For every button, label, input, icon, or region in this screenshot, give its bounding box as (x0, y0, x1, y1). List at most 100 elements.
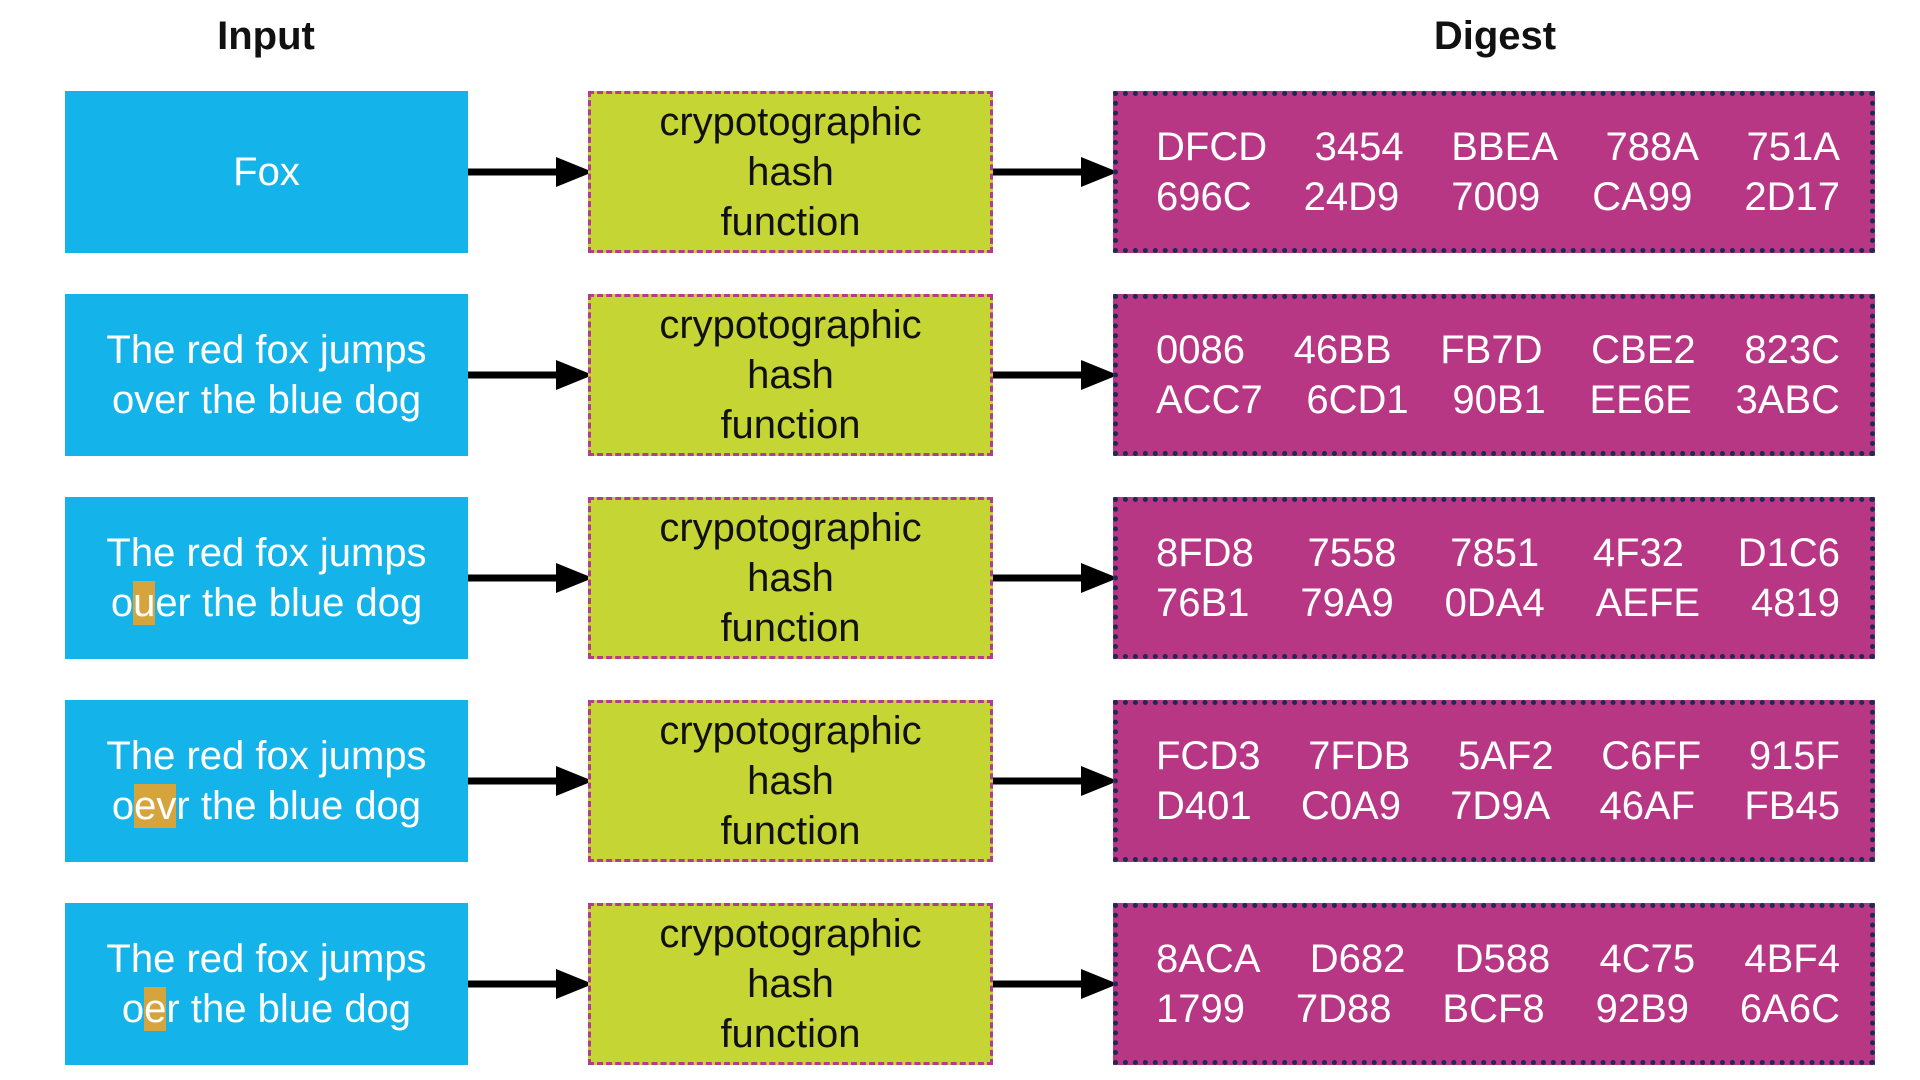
digest-word: 6A6C (1739, 987, 1840, 1031)
digest-word: 4F32 (1592, 531, 1685, 575)
digest-word: 3ABC (1735, 378, 1841, 422)
digest-word: BBEA (1451, 125, 1558, 169)
digest-word: 696C (1156, 175, 1252, 219)
digest-word: D682 (1309, 937, 1406, 981)
digest-word: AEFE (1595, 581, 1701, 625)
arrow-input-to-hash (468, 157, 593, 187)
hash-function-label-line: crypotographic (659, 709, 922, 753)
arrow-input-to-hash (468, 563, 593, 593)
input-line: oevr the blue dog (112, 781, 421, 831)
hash-function-box: crypotographic hash function (588, 903, 993, 1065)
digest-word: 90B1 (1452, 378, 1546, 422)
arrow-input-to-hash (468, 766, 593, 796)
arrow-head (556, 969, 593, 999)
digest-word: CA99 (1592, 175, 1693, 219)
digest-word: 8ACA (1156, 937, 1261, 981)
digest-word: CBE2 (1591, 328, 1696, 372)
digest-word: FB45 (1744, 784, 1840, 828)
input-text-segment: The red fox jumps (106, 937, 427, 981)
hash-function-label-line: function (720, 200, 861, 244)
arrow-hash-to-digest (993, 360, 1118, 390)
digest-word: EE6E (1589, 378, 1692, 422)
digest-word: 0086 (1156, 328, 1245, 372)
digest-word: 7FDB (1308, 734, 1411, 778)
arrow-head (1081, 360, 1118, 390)
input-text-segment: The red fox jumps (106, 531, 427, 575)
digest-word: D588 (1454, 937, 1551, 981)
digest-word: 5AF2 (1457, 734, 1554, 778)
input-text-segment: o (121, 987, 145, 1031)
changed-letters-highlight: u (133, 581, 156, 625)
digest-word: 6CD1 (1306, 378, 1409, 422)
digest-word: 7D9A (1450, 784, 1551, 828)
input-box: Fox (65, 91, 468, 253)
input-text-segment: The red fox jumps (106, 734, 427, 778)
input-line: over the blue dog (112, 375, 421, 425)
arrow-head (1081, 157, 1118, 187)
digest-word: 7558 (1307, 531, 1397, 575)
arrow-input-to-hash (468, 969, 593, 999)
input-line: The red fox jumps (106, 934, 426, 984)
digest-word: 4C75 (1599, 937, 1696, 981)
arrow-input-to-hash (468, 360, 593, 390)
arrow-head (556, 563, 593, 593)
input-text-segment: o (110, 581, 134, 625)
digest-word: 7851 (1450, 531, 1540, 575)
input-text-segment: Fox (233, 150, 300, 194)
hash-function-label-line: function (720, 1012, 861, 1056)
input-line: The red fox jumps (106, 528, 426, 578)
digest-word: 823C (1744, 328, 1840, 372)
digest-word: 915F (1748, 734, 1840, 778)
digest-word: FB7D (1440, 328, 1543, 372)
changed-letters-highlight: ev (134, 784, 177, 828)
hash-function-label-line: hash (747, 962, 834, 1006)
digest-word: 788A (1605, 125, 1699, 169)
digest-word: 3454 (1314, 125, 1404, 169)
input-text-segment: The red fox jumps (106, 328, 427, 372)
digest-word: 92B9 (1595, 987, 1689, 1031)
hash-row-3: The red fox jumps ouer the blue dog crypot… (0, 497, 1920, 659)
digest-word: D1C6 (1737, 531, 1840, 575)
digest-word: 46BB (1293, 328, 1392, 372)
hash-function-label-line: crypotographic (659, 506, 922, 550)
input-line: oer the blue dog (122, 984, 411, 1034)
digest-word: FCD3 (1156, 734, 1261, 778)
digest-word: C0A9 (1300, 784, 1401, 828)
digest-word: ACC7 (1156, 378, 1263, 422)
input-text-segment: r the blue dog (176, 784, 422, 828)
input-text-segment: o (111, 784, 135, 828)
hash-function-label-line: function (720, 403, 861, 447)
digest-word: 24D9 (1303, 175, 1400, 219)
arrow-hash-to-digest (993, 766, 1118, 796)
changed-letters-highlight: e (144, 987, 167, 1031)
arrow-head (556, 360, 593, 390)
arrow-head (556, 766, 593, 796)
hash-function-label-line: crypotographic (659, 912, 922, 956)
digest-word: 1799 (1156, 987, 1245, 1031)
digest-word: 2D17 (1744, 175, 1840, 219)
hash-function-label-line: hash (747, 150, 834, 194)
hash-function-label-line: hash (747, 353, 834, 397)
input-text-segment: er the blue dog (155, 581, 423, 625)
hash-function-label-line: hash (747, 556, 834, 600)
digest-word: 751A (1746, 125, 1840, 169)
digest-box: 0086 46BB FB7D CBE2 823C ACC7 6CD1 90B1 EE6E 3ABC (1113, 294, 1875, 456)
arrow-hash-to-digest (993, 969, 1118, 999)
